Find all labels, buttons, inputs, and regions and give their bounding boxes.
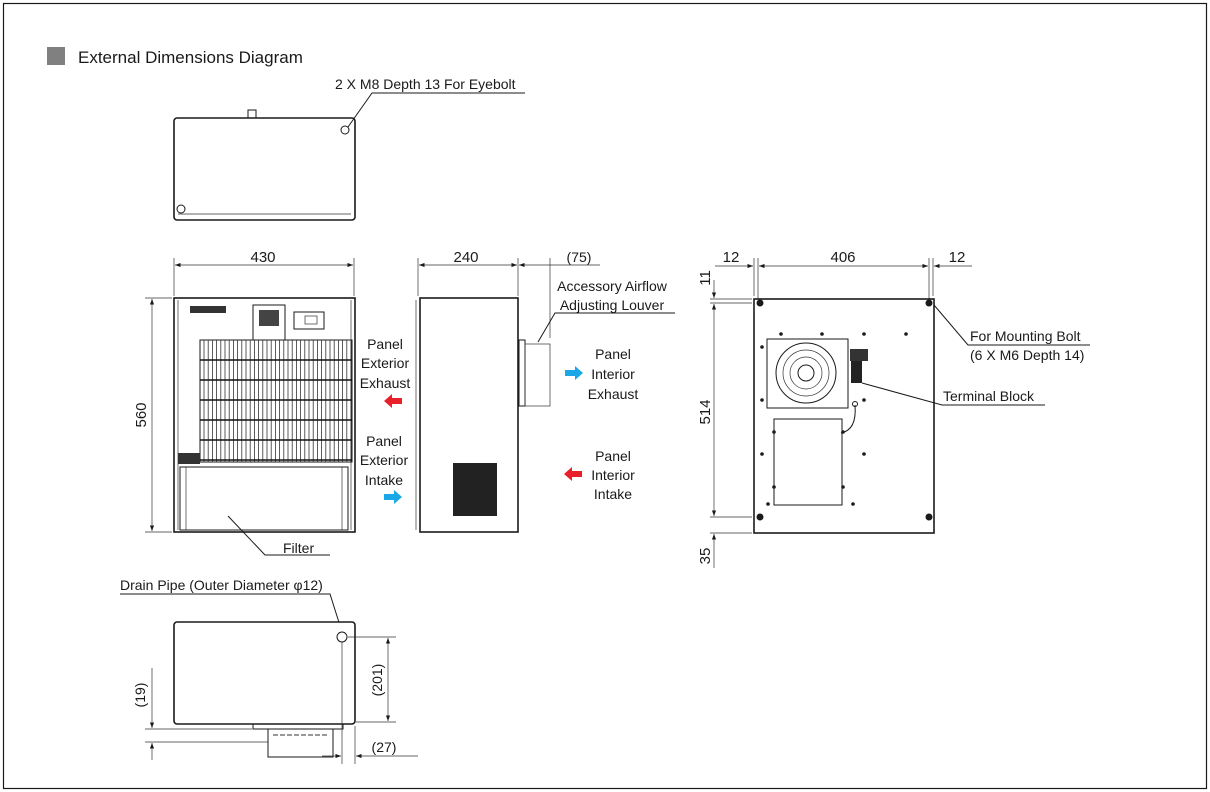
fan-icon <box>775 342 837 404</box>
screw-hole <box>760 345 764 349</box>
svg-text:Panel: Panel <box>595 448 631 464</box>
terminal-block <box>850 349 868 361</box>
screw-hole <box>841 485 845 489</box>
screw-hole <box>841 430 845 434</box>
back-panel-cover <box>773 418 843 506</box>
screw-hole <box>862 332 866 336</box>
svg-text:Exterior: Exterior <box>360 452 409 468</box>
louver-label-line1: Accessory Airflow <box>557 278 668 294</box>
mounting-label-line1: For Mounting Bolt <box>970 328 1081 344</box>
svg-text:Panel: Panel <box>595 346 631 362</box>
interior-intake-arrow-icon <box>564 467 582 481</box>
dim-bottom: 35 <box>697 548 714 565</box>
svg-text:Interior: Interior <box>591 366 635 382</box>
title-square-icon <box>47 47 65 65</box>
screw-hole <box>772 485 776 489</box>
louver-label-line2: Adjusting Louver <box>560 297 665 313</box>
bottom-view: Drain Pipe (Outer Diameter φ12) (201) (1… <box>120 577 418 764</box>
front-view: 430 560 Filter <box>133 249 356 556</box>
exterior-exhaust-arrow-icon <box>384 394 402 408</box>
drain-label: Drain Pipe (Outer Diameter φ12) <box>120 577 323 593</box>
fan-box <box>766 338 849 409</box>
back-view: 12 406 12 11 514 35 For Mounting Bolt (6… <box>697 249 1090 568</box>
height-dim: 560 <box>133 402 150 427</box>
screw-hole <box>772 430 776 434</box>
logo-plate <box>190 306 226 313</box>
exterior-intake-arrow-icon <box>384 490 402 504</box>
filter <box>179 466 349 531</box>
front-grille <box>199 339 353 463</box>
eyebolt-icon <box>176 204 186 214</box>
dim-left: 12 <box>723 249 740 266</box>
dim-top: 11 <box>697 270 714 286</box>
screw-hole <box>766 502 770 506</box>
screw-hole <box>820 332 824 336</box>
terminal-label: Terminal Block <box>943 388 1035 404</box>
screw-hole <box>760 398 764 402</box>
svg-text:Panel: Panel <box>366 433 402 449</box>
dim-height: 514 <box>697 399 714 424</box>
screw-hole <box>779 332 783 336</box>
dim-27: (27) <box>372 739 397 755</box>
svg-text:Intake: Intake <box>594 486 632 502</box>
svg-text:Interior: Interior <box>591 467 635 483</box>
svg-text:Exhaust: Exhaust <box>588 386 639 402</box>
width-dim: 430 <box>250 249 275 266</box>
svg-text:Intake: Intake <box>365 472 403 488</box>
diagram-title: External Dimensions Diagram <box>78 48 303 67</box>
svg-text:Exterior: Exterior <box>361 355 410 371</box>
dim-right: 12 <box>949 249 966 266</box>
side-vent <box>453 463 497 516</box>
louver-dim: (75) <box>567 249 592 265</box>
interior-exhaust-arrow-icon <box>565 366 583 380</box>
filter-label: Filter <box>283 540 314 556</box>
dim-201: (201) <box>369 664 385 697</box>
top-view: 2 X M8 Depth 13 For Eyebolt <box>173 76 525 221</box>
screw-hole <box>862 452 866 456</box>
svg-text:Exhaust: Exhaust <box>360 375 411 391</box>
dim-mid: 406 <box>830 249 855 266</box>
controller-display <box>293 311 325 330</box>
side-view: 240 (75) Accessory Airflow Adjusting Lou… <box>415 249 675 533</box>
eyebolt-label: 2 X M8 Depth 13 For Eyebolt <box>335 76 516 92</box>
screw-hole <box>760 452 764 456</box>
mounting-label-line2: (6 X M6 Depth 14) <box>970 347 1084 363</box>
screw-hole <box>851 502 855 506</box>
airflow-labels: Panel Exterior Exhaust Panel Exterior In… <box>360 336 639 504</box>
depth-dim: 240 <box>453 249 478 266</box>
screw-hole <box>862 398 866 402</box>
svg-text:Panel: Panel <box>367 336 403 352</box>
screw-hole <box>904 332 908 336</box>
airflow-louver <box>524 343 551 407</box>
dim-19: (19) <box>132 683 148 708</box>
eyebolt-icon <box>340 125 350 135</box>
